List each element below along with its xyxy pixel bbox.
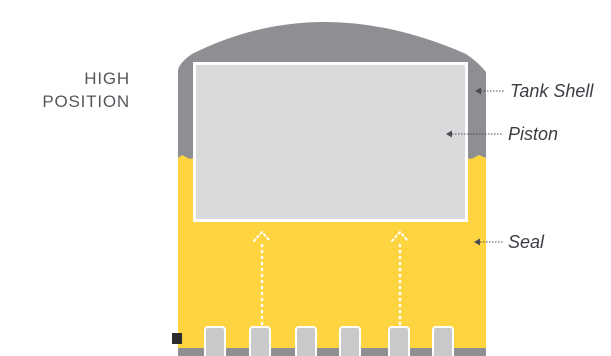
flow-arrow-left [253,230,271,332]
callout-piston: Piston [508,124,559,144]
piston [193,62,468,222]
bottom-tab [249,326,271,356]
leader-seal [474,238,503,246]
position-label-line2: POSITION [42,92,130,111]
position-label: HIGH POSITION [0,67,130,113]
position-label-line1: HIGH [84,69,130,88]
leader-tank-shell [475,87,505,95]
callout-tank-shell: Tank Shell [510,81,594,101]
bottom-tab [339,326,361,356]
flow-arrow-right [391,230,409,332]
indicator-square [172,333,182,344]
seal [178,155,486,356]
bottom-tab [295,326,317,356]
base-strip [178,348,486,356]
bottom-tab [432,326,454,356]
bottom-tabs [204,326,454,356]
leader-piston [446,130,503,138]
bottom-tab [388,326,410,356]
callout-seal: Seal [508,232,545,252]
bottom-tab [204,326,226,356]
